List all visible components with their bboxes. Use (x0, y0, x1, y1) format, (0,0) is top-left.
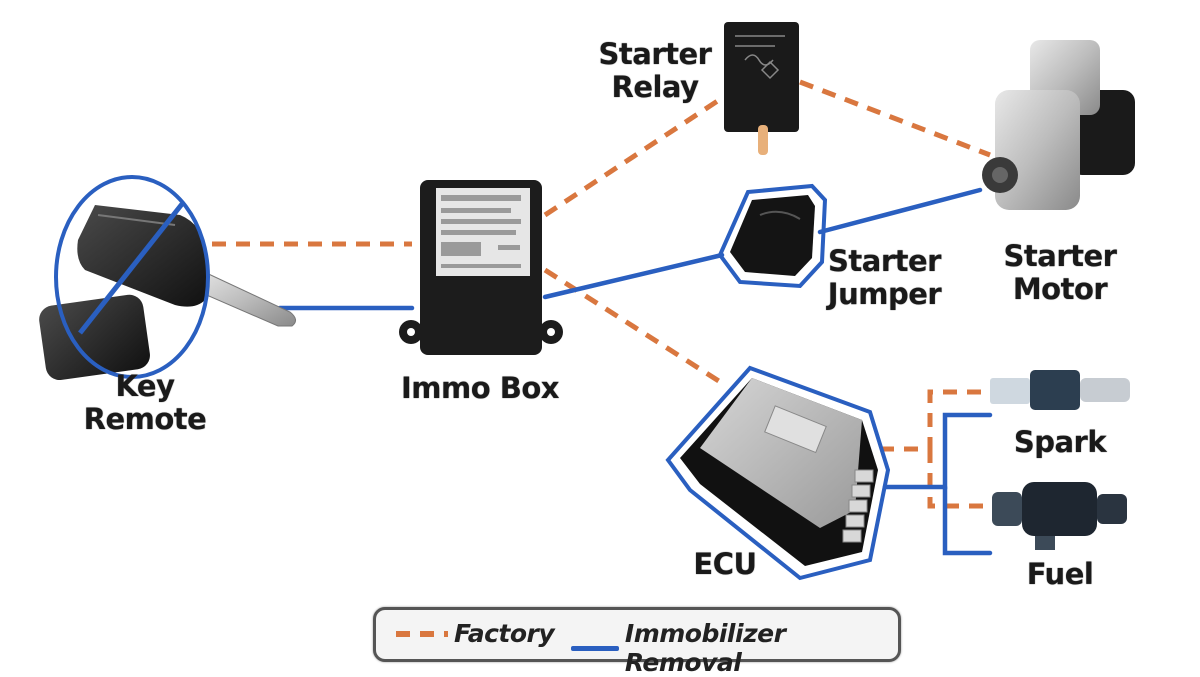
removal-line-jumper-to-motor (817, 187, 983, 235)
starter-jumper-icon (717, 183, 828, 289)
label-remote: Remote (83, 402, 207, 436)
label-starter-motor: Starter Motor (995, 240, 1125, 306)
ecu-icon (665, 365, 891, 581)
dashed-line-swatch-icon (396, 630, 448, 637)
label-starter-relay-line1: Starter (598, 37, 712, 71)
factory-line-relay-to-motor (799, 79, 991, 158)
label-ecu: ECU (680, 548, 770, 581)
label-ecu-text: ECU (693, 547, 757, 581)
removal-line-ecu-to-fuel (942, 484, 993, 556)
factory-line-ecu-to-fuel (927, 449, 985, 509)
starter-motor-icon (982, 40, 1135, 210)
removal-connections (277, 187, 993, 556)
label-spark-text: Spark (1013, 425, 1107, 459)
immo-box-icon (399, 180, 563, 355)
label-immo-box-text: Immo Box (401, 371, 559, 405)
removal-line-immo-to-jumper (542, 252, 725, 300)
label-starter-relay-line2: Relay (611, 70, 699, 104)
legend-item-immobilizer-removal: Immobilizer Removal (571, 619, 898, 677)
factory-connections (212, 79, 991, 509)
label-fuel-text: Fuel (1026, 557, 1094, 591)
label-starter-relay: Starter Relay (590, 38, 720, 104)
label-spark: Spark (1005, 426, 1115, 459)
factory-line-immo-to-ecu (543, 267, 727, 388)
spark-plug-icon (990, 370, 1130, 410)
legend-label-immobilizer-removal: Immobilizer Removal (624, 619, 786, 677)
factory-line-ecu-to-spark-fuel (880, 389, 985, 452)
label-starter-jumper-line1: Starter (828, 244, 941, 278)
prohibition-slash (78, 202, 184, 335)
label-starter-jumper-line2: Jumper (827, 277, 942, 311)
label-starter-motor-line2: Motor (1012, 272, 1108, 306)
starter-relay-icon (724, 22, 799, 155)
label-fuel: Fuel (1015, 558, 1105, 591)
label-starter-motor-line1: Starter (1003, 239, 1117, 273)
key-remote-icon (39, 175, 296, 381)
legend: Factory Immobilizer Removal (373, 607, 901, 677)
removal-line-ecu-to-spark-fuel (882, 412, 993, 490)
factory-line-immo-to-relay (543, 95, 724, 218)
legend-label-factory: Factory (454, 619, 555, 648)
label-key-remote: Key Remote (70, 370, 220, 436)
label-starter-jumper: Starter Jumper (822, 245, 947, 311)
label-immo-box: Immo Box (390, 372, 570, 405)
label-key: Key (115, 369, 175, 403)
legend-item-factory: Factory (396, 619, 555, 648)
prohibition-circle (54, 175, 210, 379)
solid-line-swatch-icon (571, 645, 619, 651)
fuel-injector-icon (992, 482, 1127, 550)
